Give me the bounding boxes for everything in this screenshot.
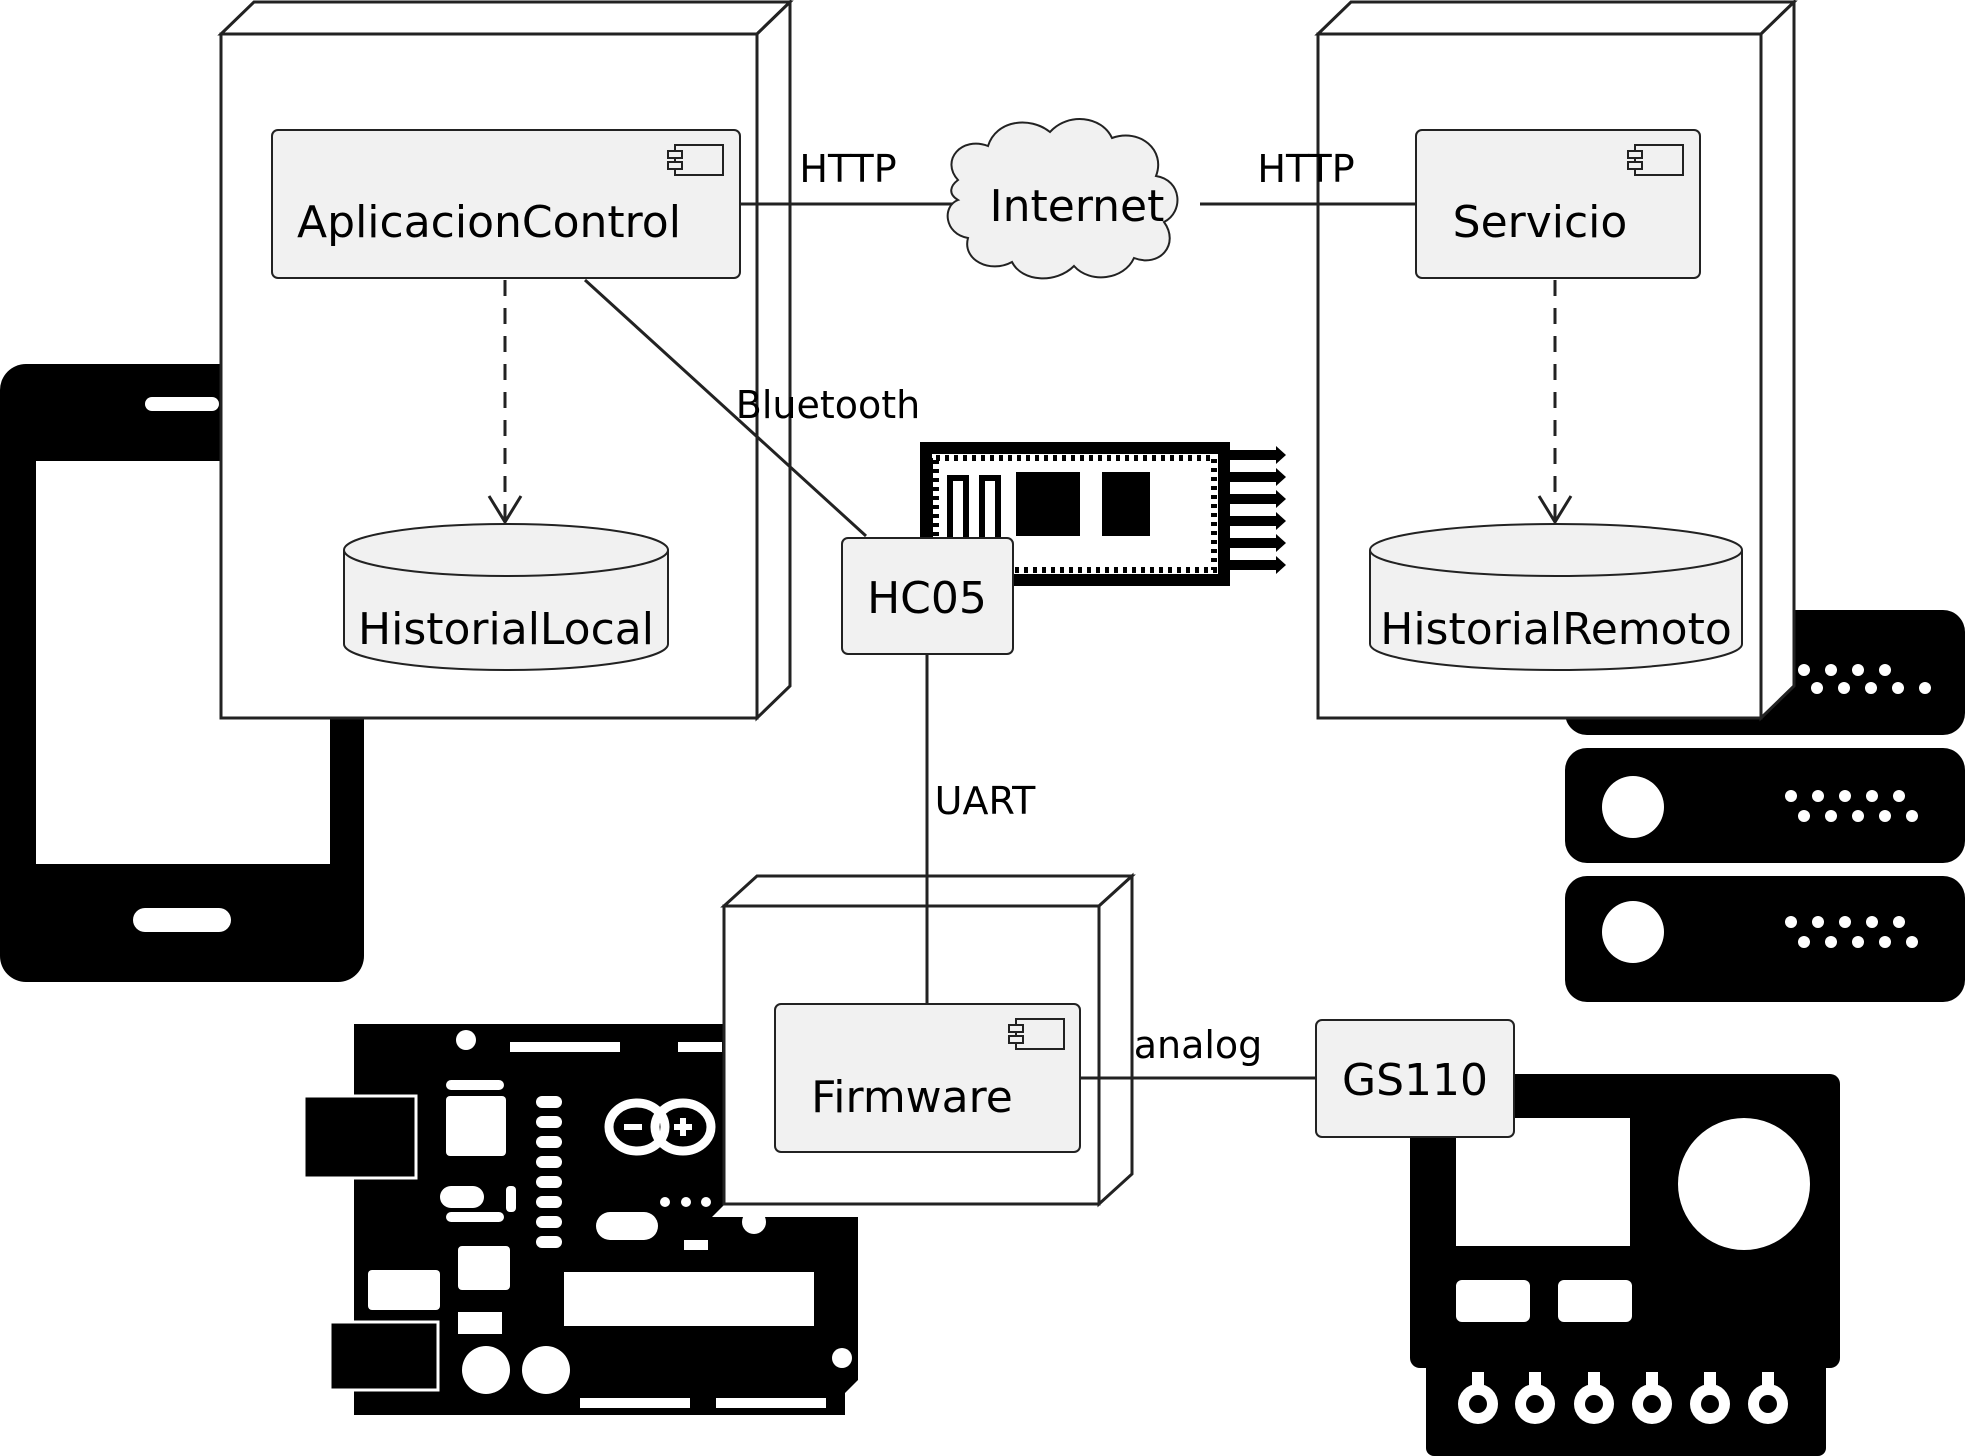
component-label: AplicacionControl bbox=[297, 197, 681, 248]
box-label: HC05 bbox=[867, 573, 987, 624]
component-label: Servicio bbox=[1453, 197, 1628, 248]
component-label: Firmware bbox=[811, 1072, 1013, 1123]
component-icon bbox=[1008, 1018, 1065, 1050]
cloud-internet[interactable]: Internet bbox=[946, 118, 1179, 280]
component-icon bbox=[1627, 144, 1684, 176]
component-servicio[interactable]: Servicio bbox=[1415, 129, 1701, 279]
sensor-panel-icon bbox=[1410, 1074, 1840, 1456]
arduino-logo-icon bbox=[604, 1098, 716, 1156]
edge-label-http-right: HTTP bbox=[1257, 147, 1354, 191]
edge-label-http-left: HTTP bbox=[799, 147, 896, 191]
cloud-label: Internet bbox=[990, 181, 1165, 232]
edge-servicio-historial-remoto bbox=[1537, 280, 1573, 525]
box-hc05[interactable]: HC05 bbox=[841, 537, 1014, 655]
component-aplicacion-control[interactable]: AplicacionControl bbox=[271, 129, 741, 279]
component-icon bbox=[667, 144, 724, 176]
box-gs110[interactable]: GS110 bbox=[1315, 1019, 1515, 1138]
edge-label-analog: analog bbox=[1134, 1023, 1263, 1067]
edge-label-uart: UART bbox=[935, 779, 1036, 823]
database-label: HistorialRemoto bbox=[1380, 604, 1732, 655]
component-firmware[interactable]: Firmware bbox=[774, 1003, 1081, 1153]
database-historial-local[interactable]: HistorialLocal bbox=[343, 523, 669, 671]
box-label: GS110 bbox=[1342, 1055, 1488, 1106]
edge-label-bluetooth: Bluetooth bbox=[736, 383, 920, 427]
database-historial-remoto[interactable]: HistorialRemoto bbox=[1369, 523, 1743, 671]
edge-app-hc05-bluetooth bbox=[583, 278, 868, 538]
database-label: HistorialLocal bbox=[358, 604, 654, 655]
arduino-board-icon bbox=[302, 1024, 858, 1415]
edge-app-historial-local bbox=[487, 280, 523, 525]
cloud-icon bbox=[946, 118, 1179, 280]
